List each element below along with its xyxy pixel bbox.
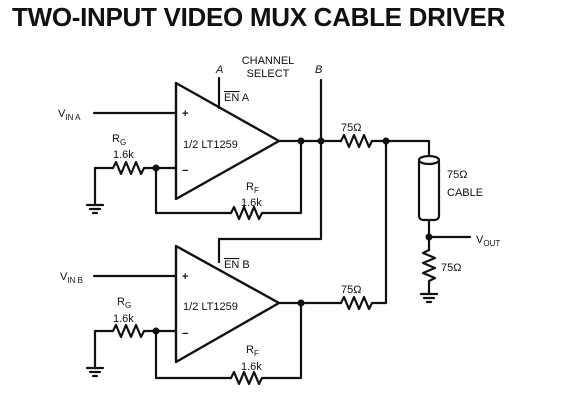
en-b-label: EN B <box>224 259 250 271</box>
ground-bottom-symbol <box>85 366 105 378</box>
coax-cable-symbol <box>417 154 441 222</box>
op-amp-bottom-plus: + <box>182 271 188 283</box>
en-a-label: EN A <box>224 92 250 104</box>
r-series-top-resistor <box>339 133 431 160</box>
junction-bottom-out <box>297 299 305 307</box>
r-load-value: 75Ω <box>441 262 461 274</box>
vout-label: VOUT <box>476 234 500 248</box>
ground-load-symbol <box>419 292 439 304</box>
rg-top-value: 1.6k <box>113 149 134 161</box>
vin-b-label: VIN B <box>60 271 83 285</box>
op-amp-top-label: 1/2 LT1259 <box>183 139 238 151</box>
r-series-top-value: 75Ω <box>341 122 361 134</box>
rf-top-name: RF <box>246 181 259 195</box>
rf-top-wire-left <box>154 166 233 215</box>
rf-bottom-name: RF <box>246 344 259 358</box>
channel-select-line1: CHANNEL <box>242 55 295 67</box>
page-title: TWO-INPUT VIDEO MUX CABLE DRIVER <box>12 2 506 32</box>
rf-top-value: 1.6k <box>241 197 262 209</box>
op-amp-top: + − 1/2 LT1259 <box>174 81 281 201</box>
rf-bottom-value: 1.6k <box>241 361 262 373</box>
r-series-bottom-value: 75Ω <box>341 284 361 296</box>
rf-bottom-resistor <box>229 301 303 386</box>
channel-select-line2: SELECT <box>247 68 290 80</box>
rf-bottom-wire-left <box>154 329 233 380</box>
en-b-wire <box>217 78 323 264</box>
op-amp-bottom-label: 1/2 LT1259 <box>183 301 238 313</box>
op-amp-top-minus: − <box>182 165 188 177</box>
rf-top-resistor <box>229 139 303 221</box>
cable-label: CABLE <box>447 187 483 199</box>
ground-top-symbol <box>85 203 105 215</box>
rg-top-resistor <box>93 160 178 207</box>
op-amp-bottom-minus: − <box>182 328 188 340</box>
r-series-bottom-resistor <box>339 139 388 311</box>
rg-top-name: RG <box>112 133 126 147</box>
op-amp-bottom: + − 1/2 LT1259 <box>174 244 281 364</box>
cable-value: 75Ω <box>447 169 467 181</box>
rg-bottom-resistor <box>93 323 178 370</box>
rg-bottom-value: 1.6k <box>113 313 134 325</box>
r-load-resistor <box>421 248 437 296</box>
rg-bottom-name: RG <box>117 296 131 310</box>
op-amp-top-plus: + <box>182 108 188 120</box>
select-b-label: B <box>315 64 322 76</box>
select-a-label: A <box>215 64 223 76</box>
vin-a-label: VIN A <box>58 108 81 122</box>
junction-top-out <box>297 137 305 145</box>
